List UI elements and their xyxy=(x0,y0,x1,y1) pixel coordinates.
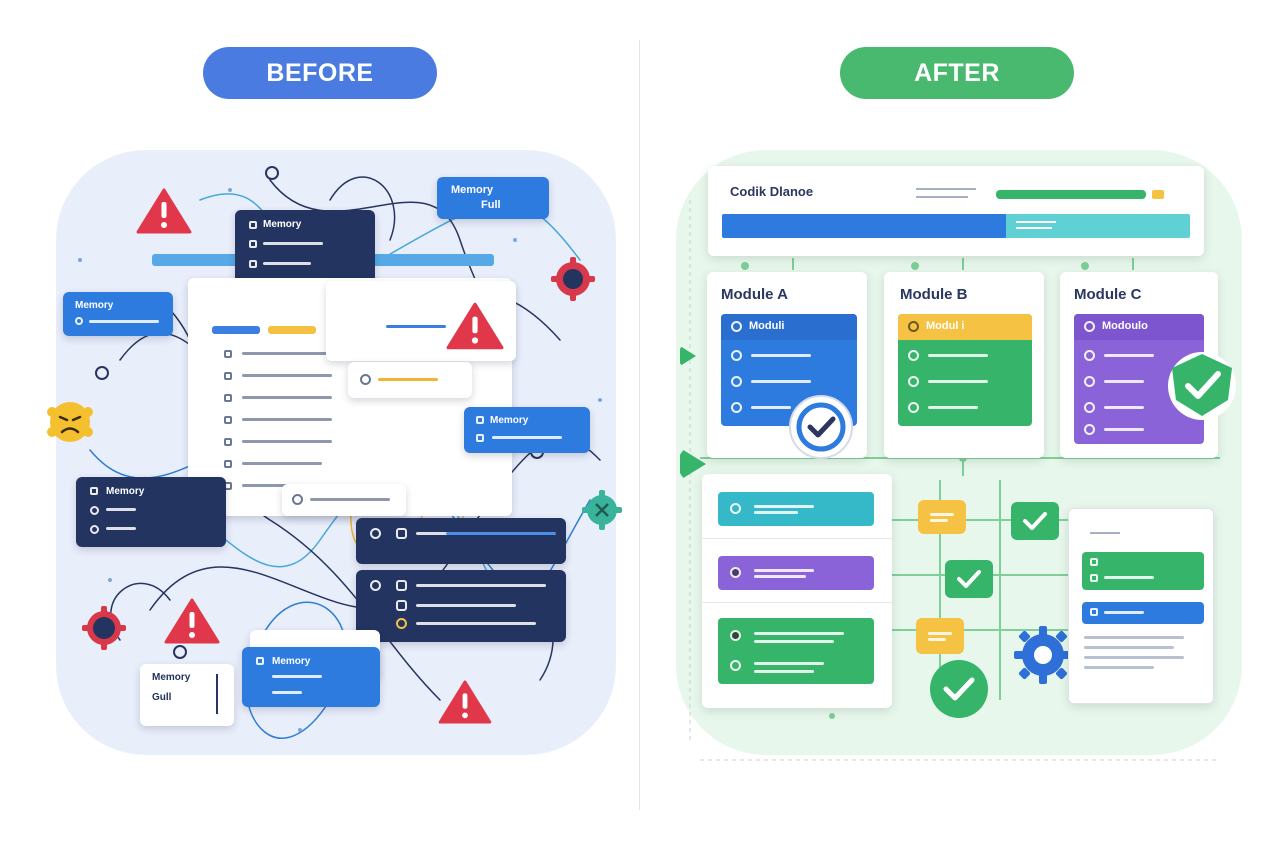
gear-icon xyxy=(1014,626,1072,684)
memory-card-title: Memory xyxy=(106,486,145,497)
progress-card xyxy=(282,484,406,516)
check-circle-icon xyxy=(789,395,853,459)
log-card-1 xyxy=(356,518,566,564)
arrow-right-icon xyxy=(680,346,696,366)
note-icon xyxy=(918,500,966,534)
task-card-purple xyxy=(718,556,874,590)
bug-gear-icon xyxy=(582,490,622,530)
dashboard-frame: Codik Dlanoe xyxy=(708,166,1204,256)
center-divider xyxy=(639,40,640,810)
before-label: BEFORE xyxy=(203,47,437,99)
memory-full-title: Memory xyxy=(152,672,191,683)
module-b-title: Module B xyxy=(900,286,968,303)
task-card-teal xyxy=(718,492,874,526)
checkbox-icon xyxy=(249,240,257,248)
warning-icon xyxy=(164,598,220,644)
check-box-icon xyxy=(945,560,993,598)
module-b-card: Modul i xyxy=(898,314,1032,426)
memory-full-card-bottom: Memory Gull xyxy=(140,664,234,726)
module-b-card-title: Modul i xyxy=(926,320,965,332)
memory-full-subtitle: Gull xyxy=(152,692,172,703)
check-box-icon xyxy=(1011,502,1059,540)
memory-card-bottom: Memory xyxy=(242,647,380,707)
module-a-panel: Module A Moduli xyxy=(707,272,867,458)
memory-card-title: Memory xyxy=(272,656,311,667)
memory-card-title: Memory xyxy=(490,415,529,426)
after-label: AFTER xyxy=(840,47,1074,99)
memory-card-left: Memory xyxy=(63,292,173,336)
memory-card-right: Memory xyxy=(464,407,590,453)
memory-full-card-top: Memory Full xyxy=(437,177,549,219)
memory-card-title: Memory xyxy=(263,219,302,230)
memory-card-title: Memory xyxy=(75,300,114,311)
warning-icon xyxy=(446,302,504,350)
warning-icon xyxy=(136,188,192,234)
error-gear-icon xyxy=(82,606,126,650)
report-document xyxy=(1068,508,1214,704)
error-gear-icon xyxy=(551,257,595,301)
shield-check-icon xyxy=(1168,352,1236,420)
tasks-panel xyxy=(702,474,892,708)
dashboard-title: Codik Dlanoe xyxy=(730,184,814,199)
task-card-green xyxy=(718,618,874,684)
log-card-2 xyxy=(356,570,566,642)
module-a-card-title: Moduli xyxy=(749,320,785,332)
module-a-title: Module A xyxy=(721,286,788,303)
status-card xyxy=(348,362,472,398)
memory-full-subtitle: Full xyxy=(481,199,501,211)
note-icon xyxy=(916,618,964,654)
checkbox-icon xyxy=(249,260,257,268)
memory-card-bottom-left: Memory xyxy=(76,477,226,547)
memory-full-title: Memory xyxy=(451,184,494,196)
check-circle-icon xyxy=(930,660,988,718)
report-row-blue xyxy=(1082,602,1204,624)
angry-face-icon xyxy=(47,402,93,442)
checkbox-icon xyxy=(249,221,257,229)
module-b-panel: Module B Modul i xyxy=(884,272,1044,458)
module-c-card-title: Modoulo xyxy=(1102,320,1148,332)
module-c-title: Module C xyxy=(1074,286,1142,303)
arrow-right-icon xyxy=(680,448,706,480)
report-row-green xyxy=(1082,552,1204,590)
warning-icon xyxy=(438,680,492,724)
